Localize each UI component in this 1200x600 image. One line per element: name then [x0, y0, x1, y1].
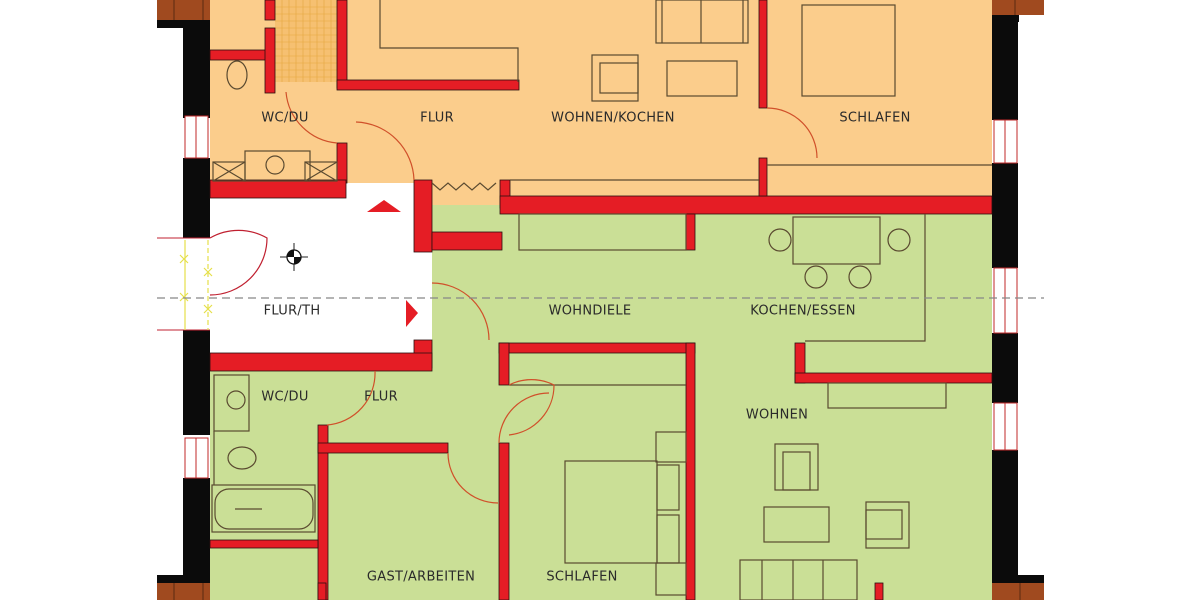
room-label-upper-wc-du: WC/DU [261, 110, 309, 126]
direction-arrow-up-icon [367, 200, 401, 212]
door-swings [209, 91, 818, 504]
room-label-lower-schlafen: SCHLAFEN [546, 569, 618, 585]
entry-steps [157, 237, 213, 331]
windows [184, 115, 1018, 479]
interior-walls [209, 0, 993, 600]
room-label-entry-flur-th: FLUR/TH [263, 303, 321, 319]
room-label-lower-wc-du: WC/DU [261, 389, 309, 405]
room-label-kochen-essen: KOCHEN/ESSEN [750, 303, 856, 319]
room-label-upper-schlafen: SCHLAFEN [839, 110, 911, 126]
room-label-gast-arbeiten: GAST/ARBEITEN [366, 569, 476, 585]
room-label-wohndiele: WOHNDIELE [548, 303, 632, 319]
exterior-walls [183, 22, 1018, 580]
room-label-wohnen: WOHNEN [745, 407, 809, 423]
furniture [211, 0, 992, 600]
room-label-lower-flur: FLUR [364, 389, 398, 405]
room-label-upper-flur: FLUR [420, 110, 454, 126]
room-label-upper-wohnen-kochen: WOHNEN/KOCHEN [551, 110, 675, 126]
direction-arrow-right-icon [406, 300, 418, 327]
shower-tiles [275, 0, 337, 82]
entrance-marker-icon [280, 243, 308, 271]
